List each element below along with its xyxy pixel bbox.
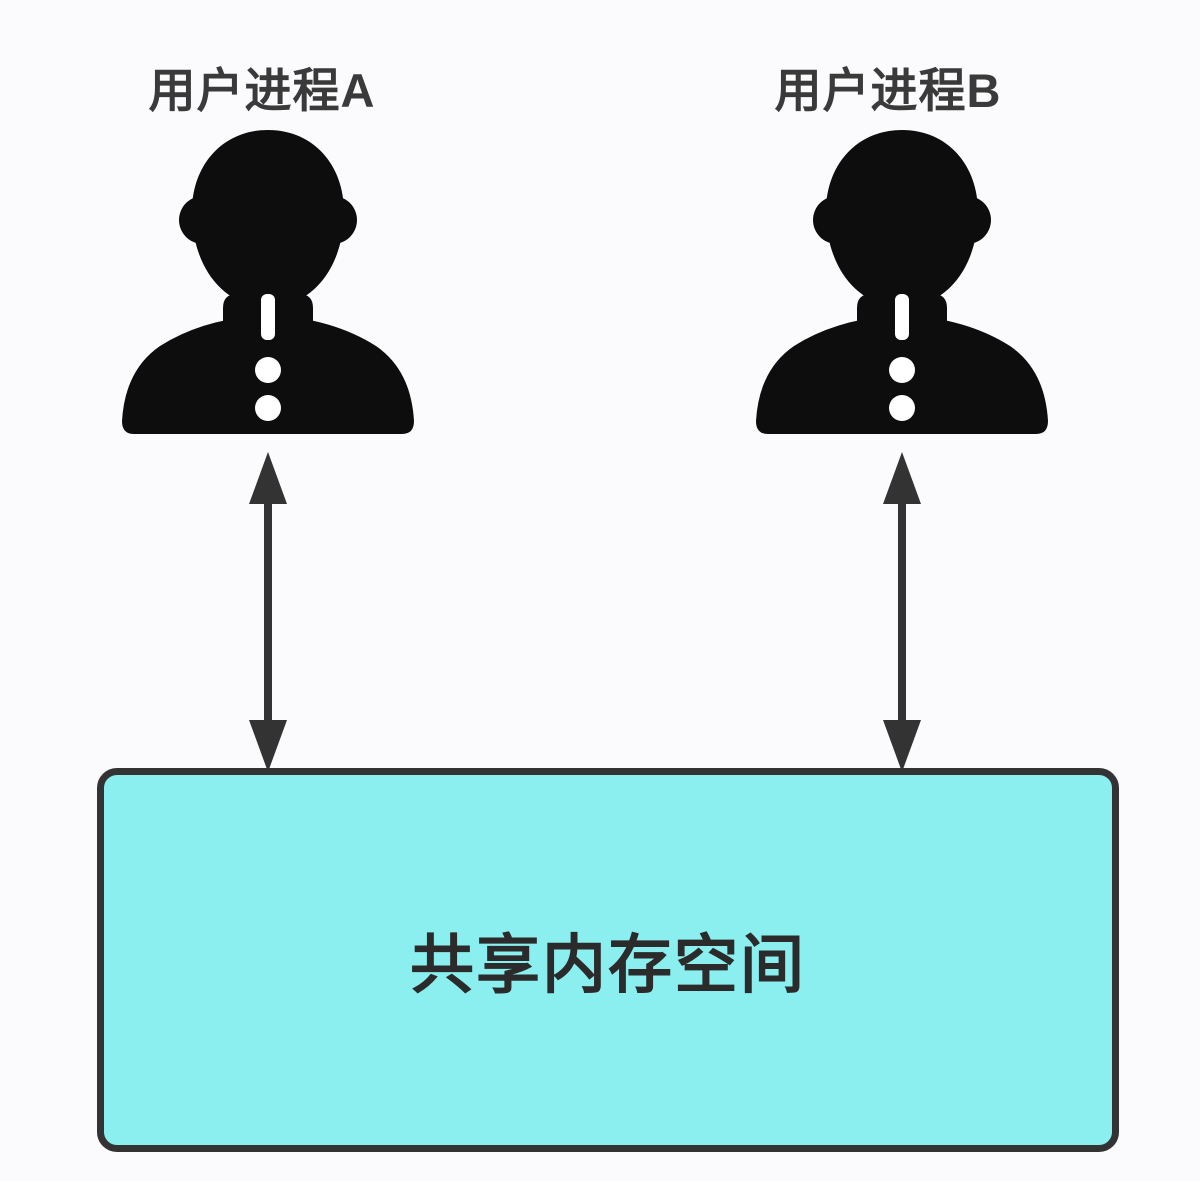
shared-memory-label: 共享内存空间: [410, 929, 806, 1001]
process-b-label: 用户进程B: [774, 64, 1002, 117]
user-icon: [122, 130, 414, 434]
double-arrow-a: [249, 452, 287, 772]
double-arrow-b: [883, 452, 921, 772]
user-icon: [756, 130, 1048, 434]
process-a-label: 用户进程A: [148, 64, 376, 117]
shared-memory-box: 共享内存空间: [97, 768, 1119, 1152]
